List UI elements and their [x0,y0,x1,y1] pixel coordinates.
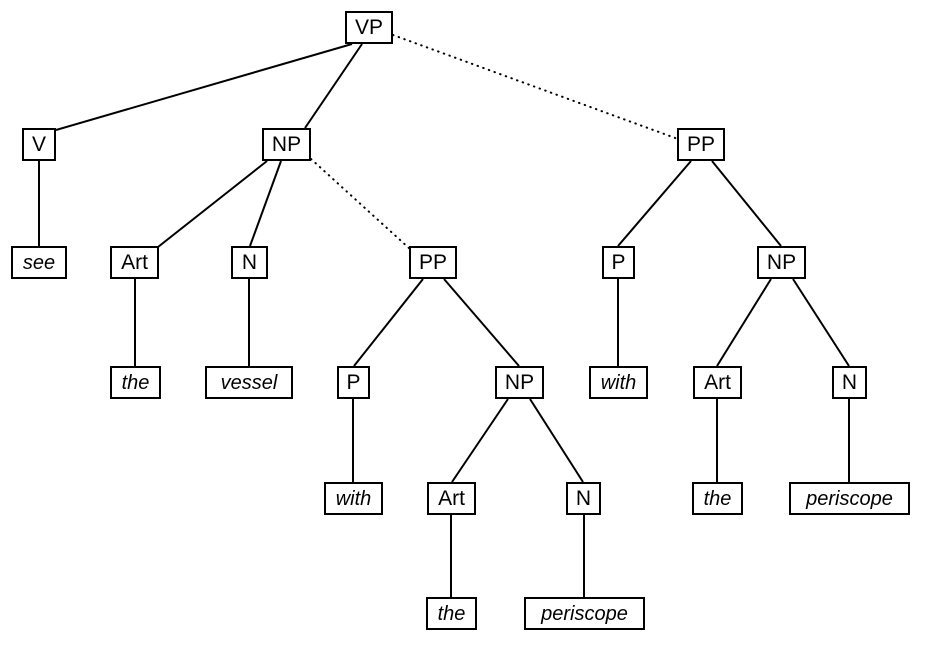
tree-node-label: periscope [806,487,893,510]
tree-edge-np_mid-to-n_mid [529,398,584,483]
tree-node-label: N [575,487,592,510]
tree-node-label: see [22,251,56,274]
tree-node-np_right: NP [757,246,806,279]
tree-node-label: the [121,371,150,394]
tree-node-label: PP [418,251,447,274]
tree-node-n_mid: N [566,482,601,515]
tree-node-label: V [31,133,46,156]
tree-node-n1: N [231,246,268,279]
tree-node-art_right: Art [693,366,742,399]
tree-node-peri_m: periscope [524,597,645,630]
tree-node-label: vessel [220,371,278,394]
tree-edge-pp_mid-to-p_mid [353,278,424,367]
tree-edge-pp_right-to-p_right [617,160,692,247]
tree-node-p_mid: P [337,366,370,399]
tree-node-peri_r: periscope [789,482,910,515]
tree-edge-np_right-to-art_right [716,278,772,367]
tree-node-label: Art [704,371,731,394]
tree-edge-pp_right-to-np_right [711,160,782,247]
tree-node-label: PP [686,133,715,156]
tree-node-pp_mid: PP [409,246,457,279]
tree-node-art1: Art [110,246,159,279]
tree-node-label: periscope [541,602,628,625]
tree-node-vessel: vessel [205,366,293,399]
tree-node-label: Art [438,487,465,510]
tree-node-label: NP [504,371,535,394]
tree-node-the1: the [110,366,161,399]
tree-edge-pp_mid-to-np_mid [443,278,520,367]
tree-node-np_mid: NP [495,366,544,399]
tree-edge-vp-to-np1 [304,43,363,129]
tree-edge-vp-to-v [55,43,353,131]
tree-edge-vp-to-pp_right [392,34,679,140]
tree-node-see: see [11,246,67,279]
tree-node-label: the [437,602,466,625]
tree-node-label: P [611,251,626,274]
tree-node-label: the [703,487,732,510]
tree-node-label: with [335,487,372,510]
tree-node-with_m: with [324,482,383,515]
tree-node-art_mid: Art [427,482,476,515]
tree-node-label: NP [766,251,797,274]
tree-node-label: with [600,371,637,394]
tree-node-label: VP [354,16,383,39]
tree-node-label: N [841,371,858,394]
tree-node-label: Art [121,251,148,274]
tree-edge-np_mid-to-art_mid [451,398,509,483]
tree-node-v: V [22,128,56,161]
tree-node-pp_right: PP [677,128,725,161]
tree-node-n_right: N [832,366,867,399]
tree-edge-np1-to-art1 [157,160,268,248]
tree-node-label: N [241,251,258,274]
tree-node-label: P [346,371,361,394]
tree-edge-np1-to-pp_mid [310,158,411,250]
tree-node-with_r: with [589,366,648,399]
tree-node-the_r: the [692,482,743,515]
tree-node-vp: VP [345,11,393,44]
tree-node-p_right: P [602,246,635,279]
tree-node-np1: NP [262,128,311,161]
tree-edge-np1-to-n1 [249,160,282,247]
tree-edge-np_right-to-n_right [792,278,850,367]
tree-node-label: NP [271,133,302,156]
tree-node-the_m: the [426,597,477,630]
